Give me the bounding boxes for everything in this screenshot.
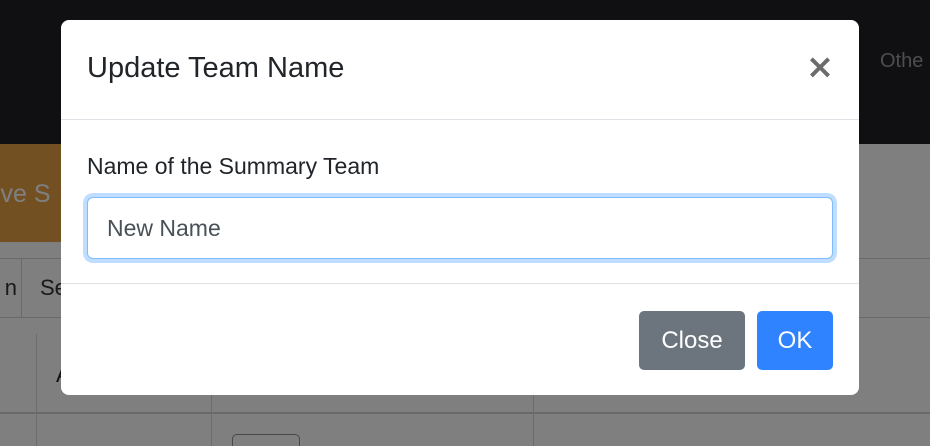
team-name-input[interactable]: [87, 197, 833, 259]
modal-body: Name of the Summary Team: [61, 120, 859, 283]
modal-footer: Close OK: [61, 283, 859, 395]
update-team-name-dialog: Update Team Name × Name of the Summary T…: [61, 20, 859, 395]
ok-button[interactable]: OK: [757, 311, 833, 370]
close-button[interactable]: Close: [639, 311, 745, 370]
modal-title: Update Team Name: [87, 52, 345, 84]
team-name-label: Name of the Summary Team: [87, 153, 380, 179]
close-icon[interactable]: ×: [805, 47, 835, 87]
modal-header: Update Team Name ×: [61, 20, 859, 120]
